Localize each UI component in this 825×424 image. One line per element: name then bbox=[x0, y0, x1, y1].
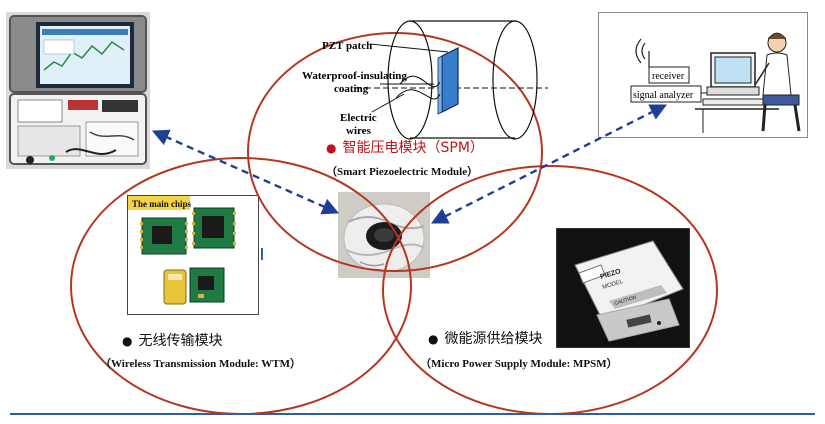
mpsm-subtitle: （Micro Power Supply Module: MPSM） bbox=[420, 355, 618, 371]
wtm-title-text: 无线传输模块 bbox=[138, 333, 223, 349]
mpsm-circle bbox=[382, 165, 718, 415]
spm-subtitle: （Smart Piezoelectric Module） bbox=[326, 163, 478, 179]
arrow-sensor-to-receiver bbox=[430, 104, 668, 224]
arrow-sensor-to-laptop bbox=[151, 129, 340, 215]
coating-label-line1: Waterproof-insulating bbox=[302, 70, 407, 82]
wires-label-line1: Electric bbox=[340, 112, 377, 124]
pzt-patch-icon bbox=[441, 47, 459, 113]
signal-analyzer-label: signal analyzer bbox=[633, 90, 694, 101]
mpsm-subtitle-text: （Micro Power Supply Module: MPSM） bbox=[420, 358, 618, 370]
wtm-circle bbox=[70, 157, 412, 415]
coating-label-line2: coating bbox=[334, 83, 369, 95]
suitcase-laptop-photo bbox=[6, 12, 150, 169]
wires-label-line2: wires bbox=[346, 125, 372, 137]
wtm-title: ● 无线传输模块 bbox=[122, 330, 222, 350]
mpsm-harvester-photo: PIEZO MODEL CAUTION bbox=[556, 228, 690, 348]
mpsm-title-text: 微能源供给模块 bbox=[444, 331, 543, 347]
spm-title: ● 智能压电模块（SPM） bbox=[326, 137, 484, 157]
receiver-label: receiver bbox=[652, 71, 685, 82]
bullet-icon: ● bbox=[428, 332, 439, 346]
spm-title-text: 智能压电模块（SPM） bbox=[342, 140, 484, 156]
wtm-subtitle: （Wireless Transmission Module: WTM） bbox=[100, 355, 301, 371]
spm-subtitle-text: （Smart Piezoelectric Module） bbox=[326, 166, 479, 178]
spm-sensor-photo bbox=[338, 192, 430, 278]
pzt-patch-label: PZT patch bbox=[322, 40, 372, 52]
wtm-subtitle-text: （Wireless Transmission Module: WTM） bbox=[100, 358, 301, 370]
mpsm-title: ● 微能源供给模块 bbox=[428, 328, 542, 348]
bullet-icon: ● bbox=[122, 334, 133, 348]
bullet-icon: ● bbox=[326, 141, 337, 155]
